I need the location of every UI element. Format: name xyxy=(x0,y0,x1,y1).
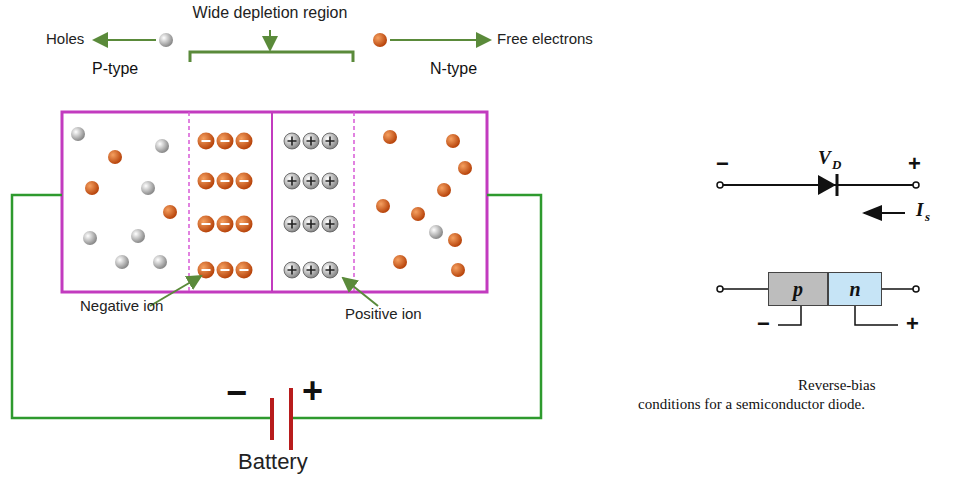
current-subscript: s xyxy=(925,210,930,224)
n-region-box: n xyxy=(828,272,882,306)
legend-label: Free electrons xyxy=(497,31,593,48)
battery-sign: + xyxy=(302,371,323,411)
current-symbol: I xyxy=(916,200,923,221)
voltage-subscript: D xyxy=(832,158,841,172)
p-region-box: p xyxy=(768,272,828,306)
region-letter: n xyxy=(849,278,860,301)
battery-sign: − xyxy=(226,373,247,413)
terminal-sign: − xyxy=(716,152,729,176)
figure-caption: Reverse-bias conditions for a semiconduc… xyxy=(638,376,938,414)
callout-label: Negative ion xyxy=(80,298,163,315)
region-letter: p xyxy=(793,278,803,301)
voltage-symbol: V xyxy=(818,148,831,169)
terminal-sign: − xyxy=(757,312,770,336)
legend-label: Holes xyxy=(46,31,84,48)
terminal-sign: + xyxy=(906,312,919,336)
callout-label: Positive ion xyxy=(345,306,422,323)
terminal-sign: + xyxy=(908,152,921,176)
region-label: P-type xyxy=(92,60,138,78)
region-label: N-type xyxy=(430,60,477,78)
depletion-title: Wide depletion region xyxy=(193,4,348,22)
battery-label: Battery xyxy=(238,450,308,474)
